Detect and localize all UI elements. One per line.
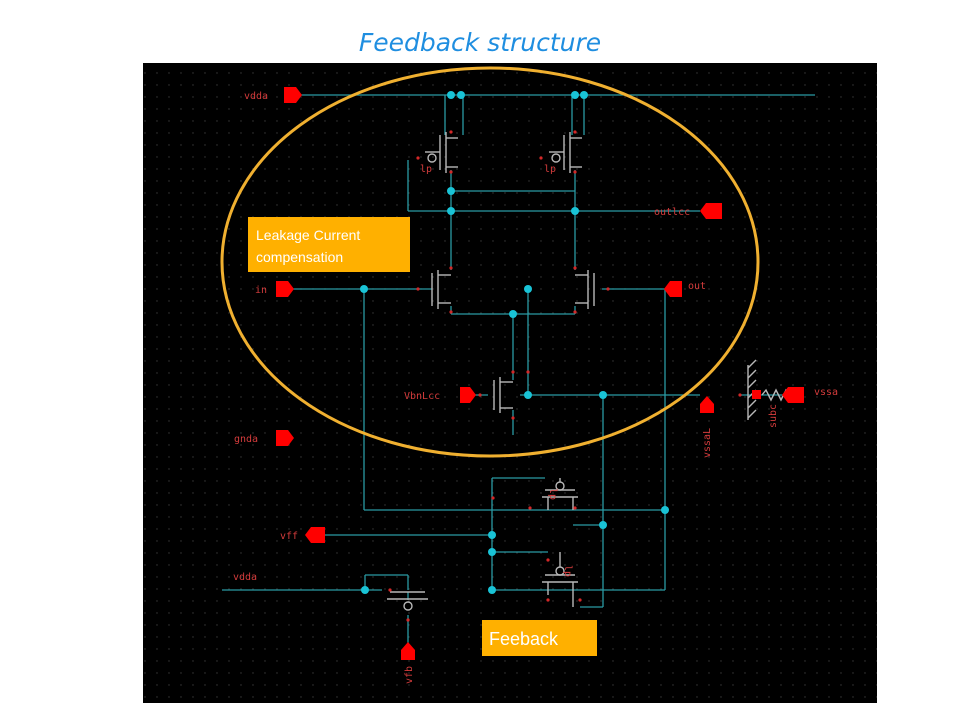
device-label-lp-2: lp	[544, 164, 556, 175]
label-vfb: vfb	[404, 666, 415, 684]
device-label-lp-1: lp	[420, 164, 432, 175]
pin-shapes	[276, 87, 804, 660]
pmos-feedback-lower	[542, 552, 578, 607]
pin-subc-node	[752, 390, 761, 399]
pin-in	[276, 281, 294, 297]
pin-vbnlcc	[460, 387, 476, 403]
pin-vff	[305, 527, 325, 543]
pin-labels: vdda outlcc in out VbnLcc gnda vssa vssa…	[233, 91, 838, 684]
label-subc: subc	[768, 404, 779, 428]
pin-dots	[388, 130, 742, 622]
pin-gnda	[276, 430, 294, 446]
pmos-vfb	[387, 591, 428, 611]
nmos-tail	[493, 377, 513, 413]
pin-vfb	[401, 642, 415, 660]
pin-outlcc	[700, 203, 722, 219]
pin-out	[664, 281, 682, 297]
label-vbnlcc: VbnLcc	[404, 391, 440, 402]
callout-leakage-line1: Leakage Current	[256, 227, 360, 243]
nmos-diff-right	[575, 270, 595, 309]
label-in: in	[255, 285, 267, 296]
label-vdda-top: vdda	[244, 91, 268, 102]
device-label-lp-3: lp	[547, 488, 558, 500]
label-vssal: vssaL	[702, 428, 713, 458]
label-vssa: vssa	[814, 387, 838, 398]
callout-leakage: Leakage Current compensation	[248, 217, 410, 272]
label-outlcc: outlcc	[654, 207, 690, 218]
callout-feedback: Feeback	[482, 620, 597, 656]
nmos-diff-left	[431, 270, 451, 309]
pmos-top-right	[549, 132, 582, 173]
callout-leakage-line2: compensation	[256, 249, 343, 265]
device-label-lp-4: lp	[562, 565, 573, 577]
pin-vssal	[700, 396, 714, 413]
pmos-feedback-upper	[542, 478, 578, 510]
label-vdda-bottom: vdda	[233, 572, 257, 583]
junction-nodes	[360, 91, 669, 594]
callout-feedback-text: Feeback	[489, 629, 559, 649]
label-vff: vff	[280, 531, 298, 542]
label-out: out	[688, 281, 706, 292]
label-gnda: gnda	[234, 434, 258, 445]
pmos-top-left	[425, 132, 458, 173]
leakage-highlight-ellipse	[220, 66, 760, 458]
slide-title: Feedback structure	[358, 28, 602, 57]
pin-vdda-top	[284, 87, 302, 103]
schematic-grid	[143, 63, 877, 703]
pin-vssa	[782, 387, 804, 403]
